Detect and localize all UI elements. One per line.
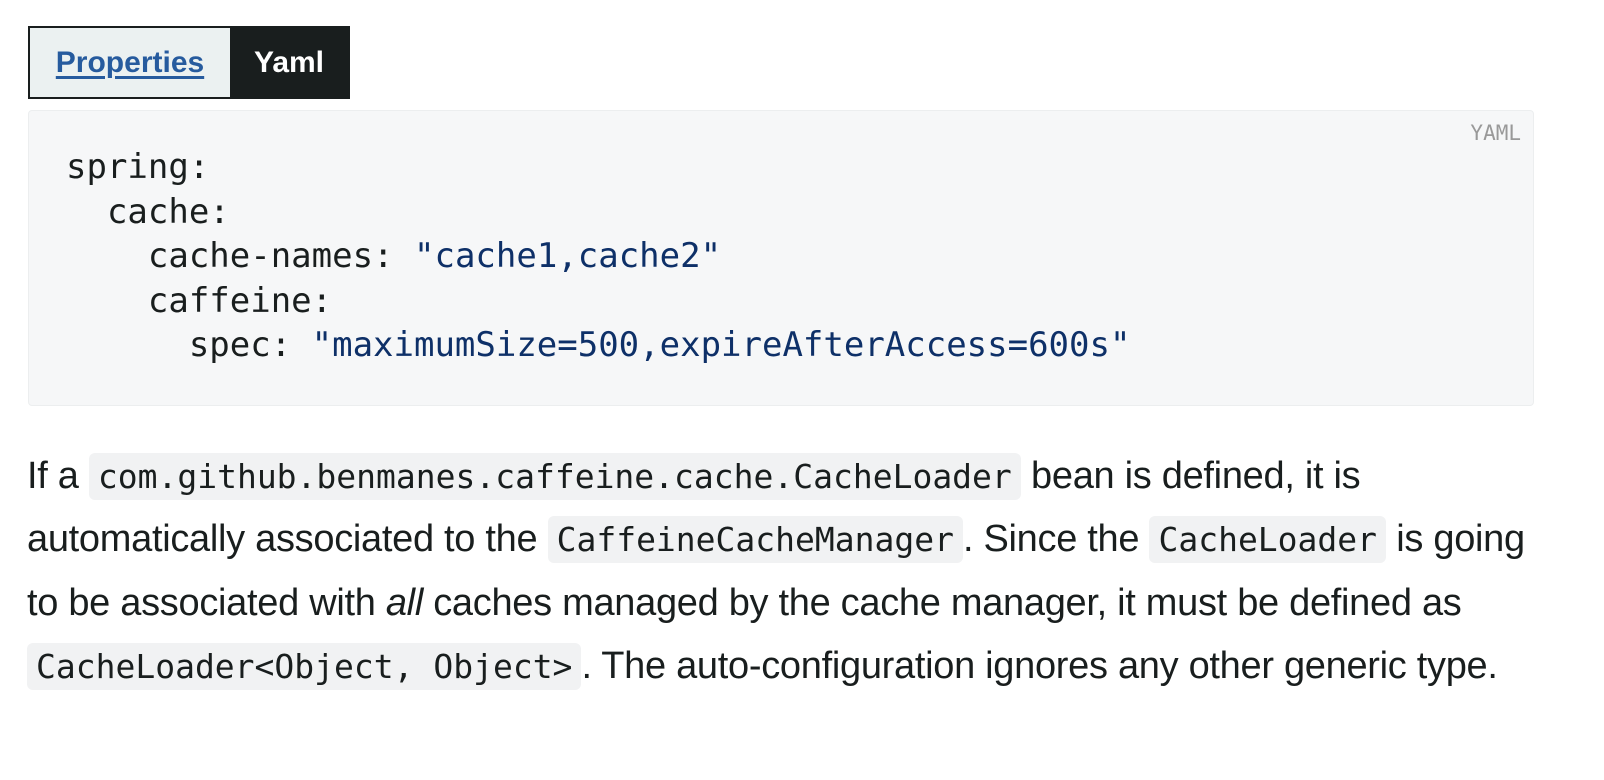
code-line: spring:	[66, 145, 1130, 190]
tab-properties[interactable]: Properties	[30, 28, 230, 97]
inline-code: com.github.benmanes.caffeine.cache.Cache…	[88, 453, 1021, 500]
code-language-label: YAML	[1470, 121, 1521, 145]
inline-code: CacheLoader	[1149, 516, 1387, 564]
code-line: cache:	[66, 190, 1130, 235]
config-format-tabs: Properties Yaml	[28, 26, 350, 99]
paragraph-text: caches managed by the cache manager, it …	[422, 581, 1462, 624]
code-line: caffeine:	[66, 279, 1130, 324]
code-key: spring:	[66, 147, 210, 187]
inline-code: CacheLoader<Object, Object>	[27, 642, 582, 690]
paragraph-text: bean is defined, it is automatically ass…	[27, 455, 1361, 561]
code-line: spec: "maximumSize=500,expireAfterAccess…	[66, 323, 1131, 368]
paragraph-text: . Since the	[962, 518, 1150, 561]
code-content: spring: cache: cache-names: "cache1,cach…	[66, 145, 1130, 368]
paragraph-text: is going to be associated with	[27, 518, 1525, 624]
code-string-value: "cache1,cache2"	[414, 236, 722, 277]
code-key: cache:	[66, 191, 230, 232]
code-key: spec:	[66, 325, 312, 366]
inline-code: CaffeineCacheManager	[547, 516, 963, 564]
code-line: cache-names: "cache1,cache2"	[66, 234, 1130, 279]
code-key: caffeine:	[66, 280, 333, 321]
code-key: cache-names:	[66, 236, 414, 277]
paragraph-text: If a	[27, 455, 89, 497]
code-block: YAML spring: cache: cache-names: "cache1…	[28, 110, 1534, 406]
paragraph-text: . The auto-configuration ignores any oth…	[581, 644, 1498, 687]
emphasis-text: all	[385, 581, 423, 624]
description-paragraph: If a com.github.benmanes.caffeine.cache.…	[27, 445, 1557, 698]
tab-yaml[interactable]: Yaml	[230, 28, 348, 97]
code-string-value: "maximumSize=500,expireAfterAccess=600s"	[311, 325, 1131, 366]
